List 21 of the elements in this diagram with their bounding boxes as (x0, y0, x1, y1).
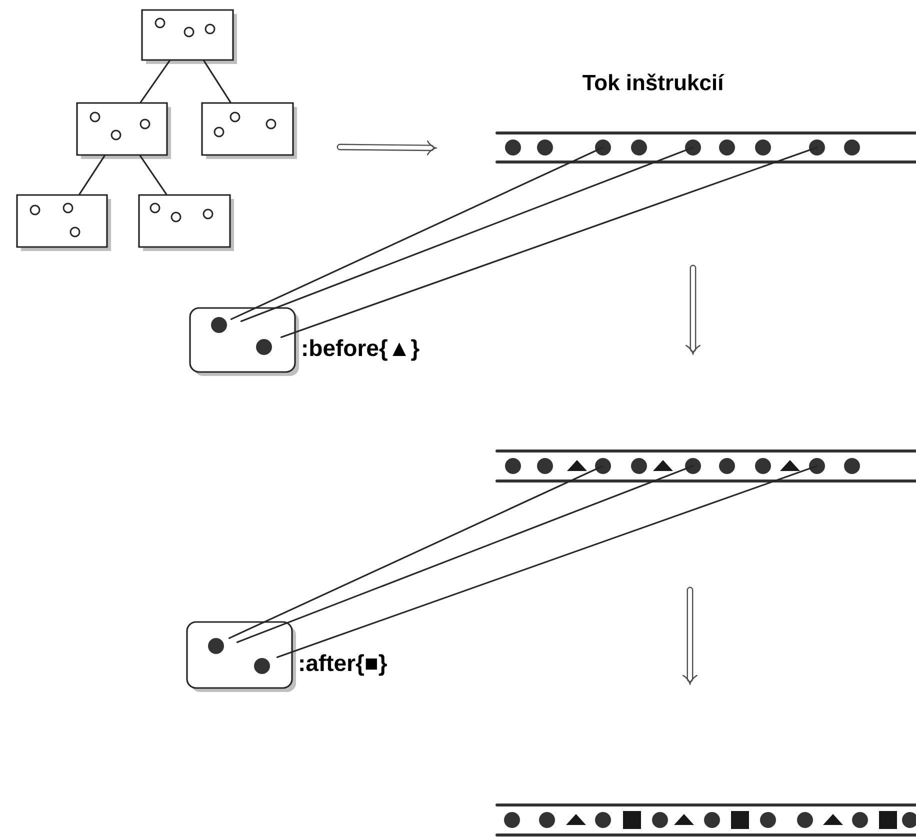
connector-line (228, 465, 604, 639)
title: Tok inštrukcií (582, 74, 724, 90)
instruction-stream-drawing (496, 450, 916, 482)
tree-edge (78, 155, 106, 195)
connector-line (230, 146, 604, 320)
tree-edge (140, 60, 170, 103)
connector-line (276, 465, 818, 658)
instruction-stream-drawing (496, 132, 916, 164)
selector-label: :after{■} (300, 654, 387, 676)
tree-node-box (76, 102, 171, 159)
tree-edge (139, 155, 168, 195)
connector-line (240, 146, 694, 322)
connector-line (280, 146, 818, 338)
tree-node-box (138, 194, 234, 251)
instruction-stream-drawing (496, 804, 916, 836)
tree-node-box (141, 9, 237, 64)
tree-node-box (16, 194, 111, 251)
tree-node-box (201, 102, 297, 159)
connector-line (236, 465, 694, 643)
selector-label: :before{▲} (303, 339, 420, 361)
tree-edge (203, 60, 232, 103)
